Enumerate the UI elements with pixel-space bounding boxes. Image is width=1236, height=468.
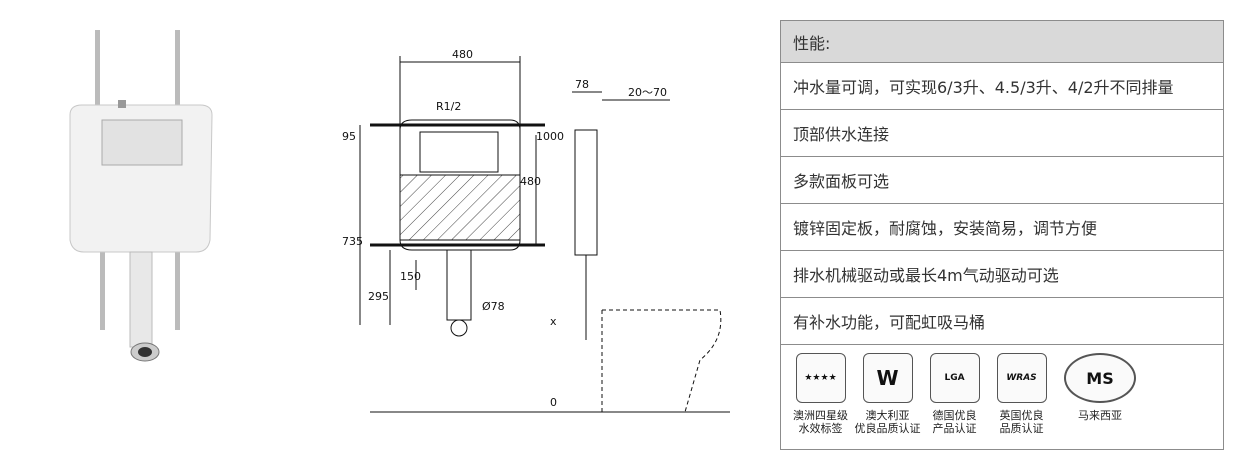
dim-78: 78 xyxy=(575,78,589,91)
cert-malaysia: MS 马来西亚 xyxy=(1055,353,1145,422)
spec-table: 性能: 冲水量可调，可实现6/3升、4.5/3升、4/2升不同排量 顶部供水连接… xyxy=(780,20,1224,450)
mark-0: 0 xyxy=(550,396,557,409)
dim-1000: 1000 xyxy=(536,130,564,143)
lga-icon: LGA xyxy=(929,353,980,403)
dim-20-70: 20～70 xyxy=(628,86,667,99)
dim-95: 95 xyxy=(342,130,356,143)
water-rating-icon: ★★★★ xyxy=(795,353,846,403)
mark-x: x xyxy=(550,315,557,328)
spec-header: 性能: xyxy=(781,21,1223,63)
cert-lga: LGA 德国优良产品认证 xyxy=(921,353,988,435)
wras-icon: WRAS xyxy=(996,353,1047,403)
label-r12: R1/2 xyxy=(436,100,461,113)
cert-caption: 马来西亚 xyxy=(1078,409,1122,422)
cert-row: ★★★★ 澳洲四星级水效标签 W 澳大利亚优良品质认证 LGA 德国优良产品认证… xyxy=(781,345,1223,448)
dim-735: 735 xyxy=(342,235,363,248)
cert-caption: 澳大利亚优良品质认证 xyxy=(854,409,921,435)
spec-row: 排水机械驱动或最长4m气动驱动可选 xyxy=(781,251,1223,298)
technical-drawing: 480 78 20～70 R1/2 95 1000 480 735 150 29… xyxy=(342,48,730,413)
product-photo xyxy=(69,30,213,362)
ms-icon: MS xyxy=(1064,353,1136,403)
dim-d78: Ø78 xyxy=(482,300,505,313)
cert-caption: 澳洲四星级水效标签 xyxy=(793,409,848,435)
spec-row: 多款面板可选 xyxy=(781,157,1223,204)
dim-480-side: 480 xyxy=(520,175,541,188)
spec-row: 镀锌固定板，耐腐蚀，安装简易，调节方便 xyxy=(781,204,1223,251)
spec-row: 冲水量可调，可实现6/3升、4.5/3升、4/2升不同排量 xyxy=(781,63,1223,110)
dim-150: 150 xyxy=(400,270,421,283)
cert-australia-water: ★★★★ 澳洲四星级水效标签 xyxy=(787,353,854,435)
spec-row: 顶部供水连接 xyxy=(781,110,1223,157)
cert-caption: 德国优良产品认证 xyxy=(932,409,977,435)
spec-row: 有补水功能，可配虹吸马桶 xyxy=(781,298,1223,345)
cert-wras: WRAS 英国优良品质认证 xyxy=(988,353,1055,435)
dim-480-top: 480 xyxy=(452,48,473,61)
dim-295: 295 xyxy=(368,290,389,303)
cert-caption: 英国优良品质认证 xyxy=(999,409,1044,435)
cert-watermark: W 澳大利亚优良品质认证 xyxy=(854,353,921,435)
watermark-icon: W xyxy=(862,353,913,403)
